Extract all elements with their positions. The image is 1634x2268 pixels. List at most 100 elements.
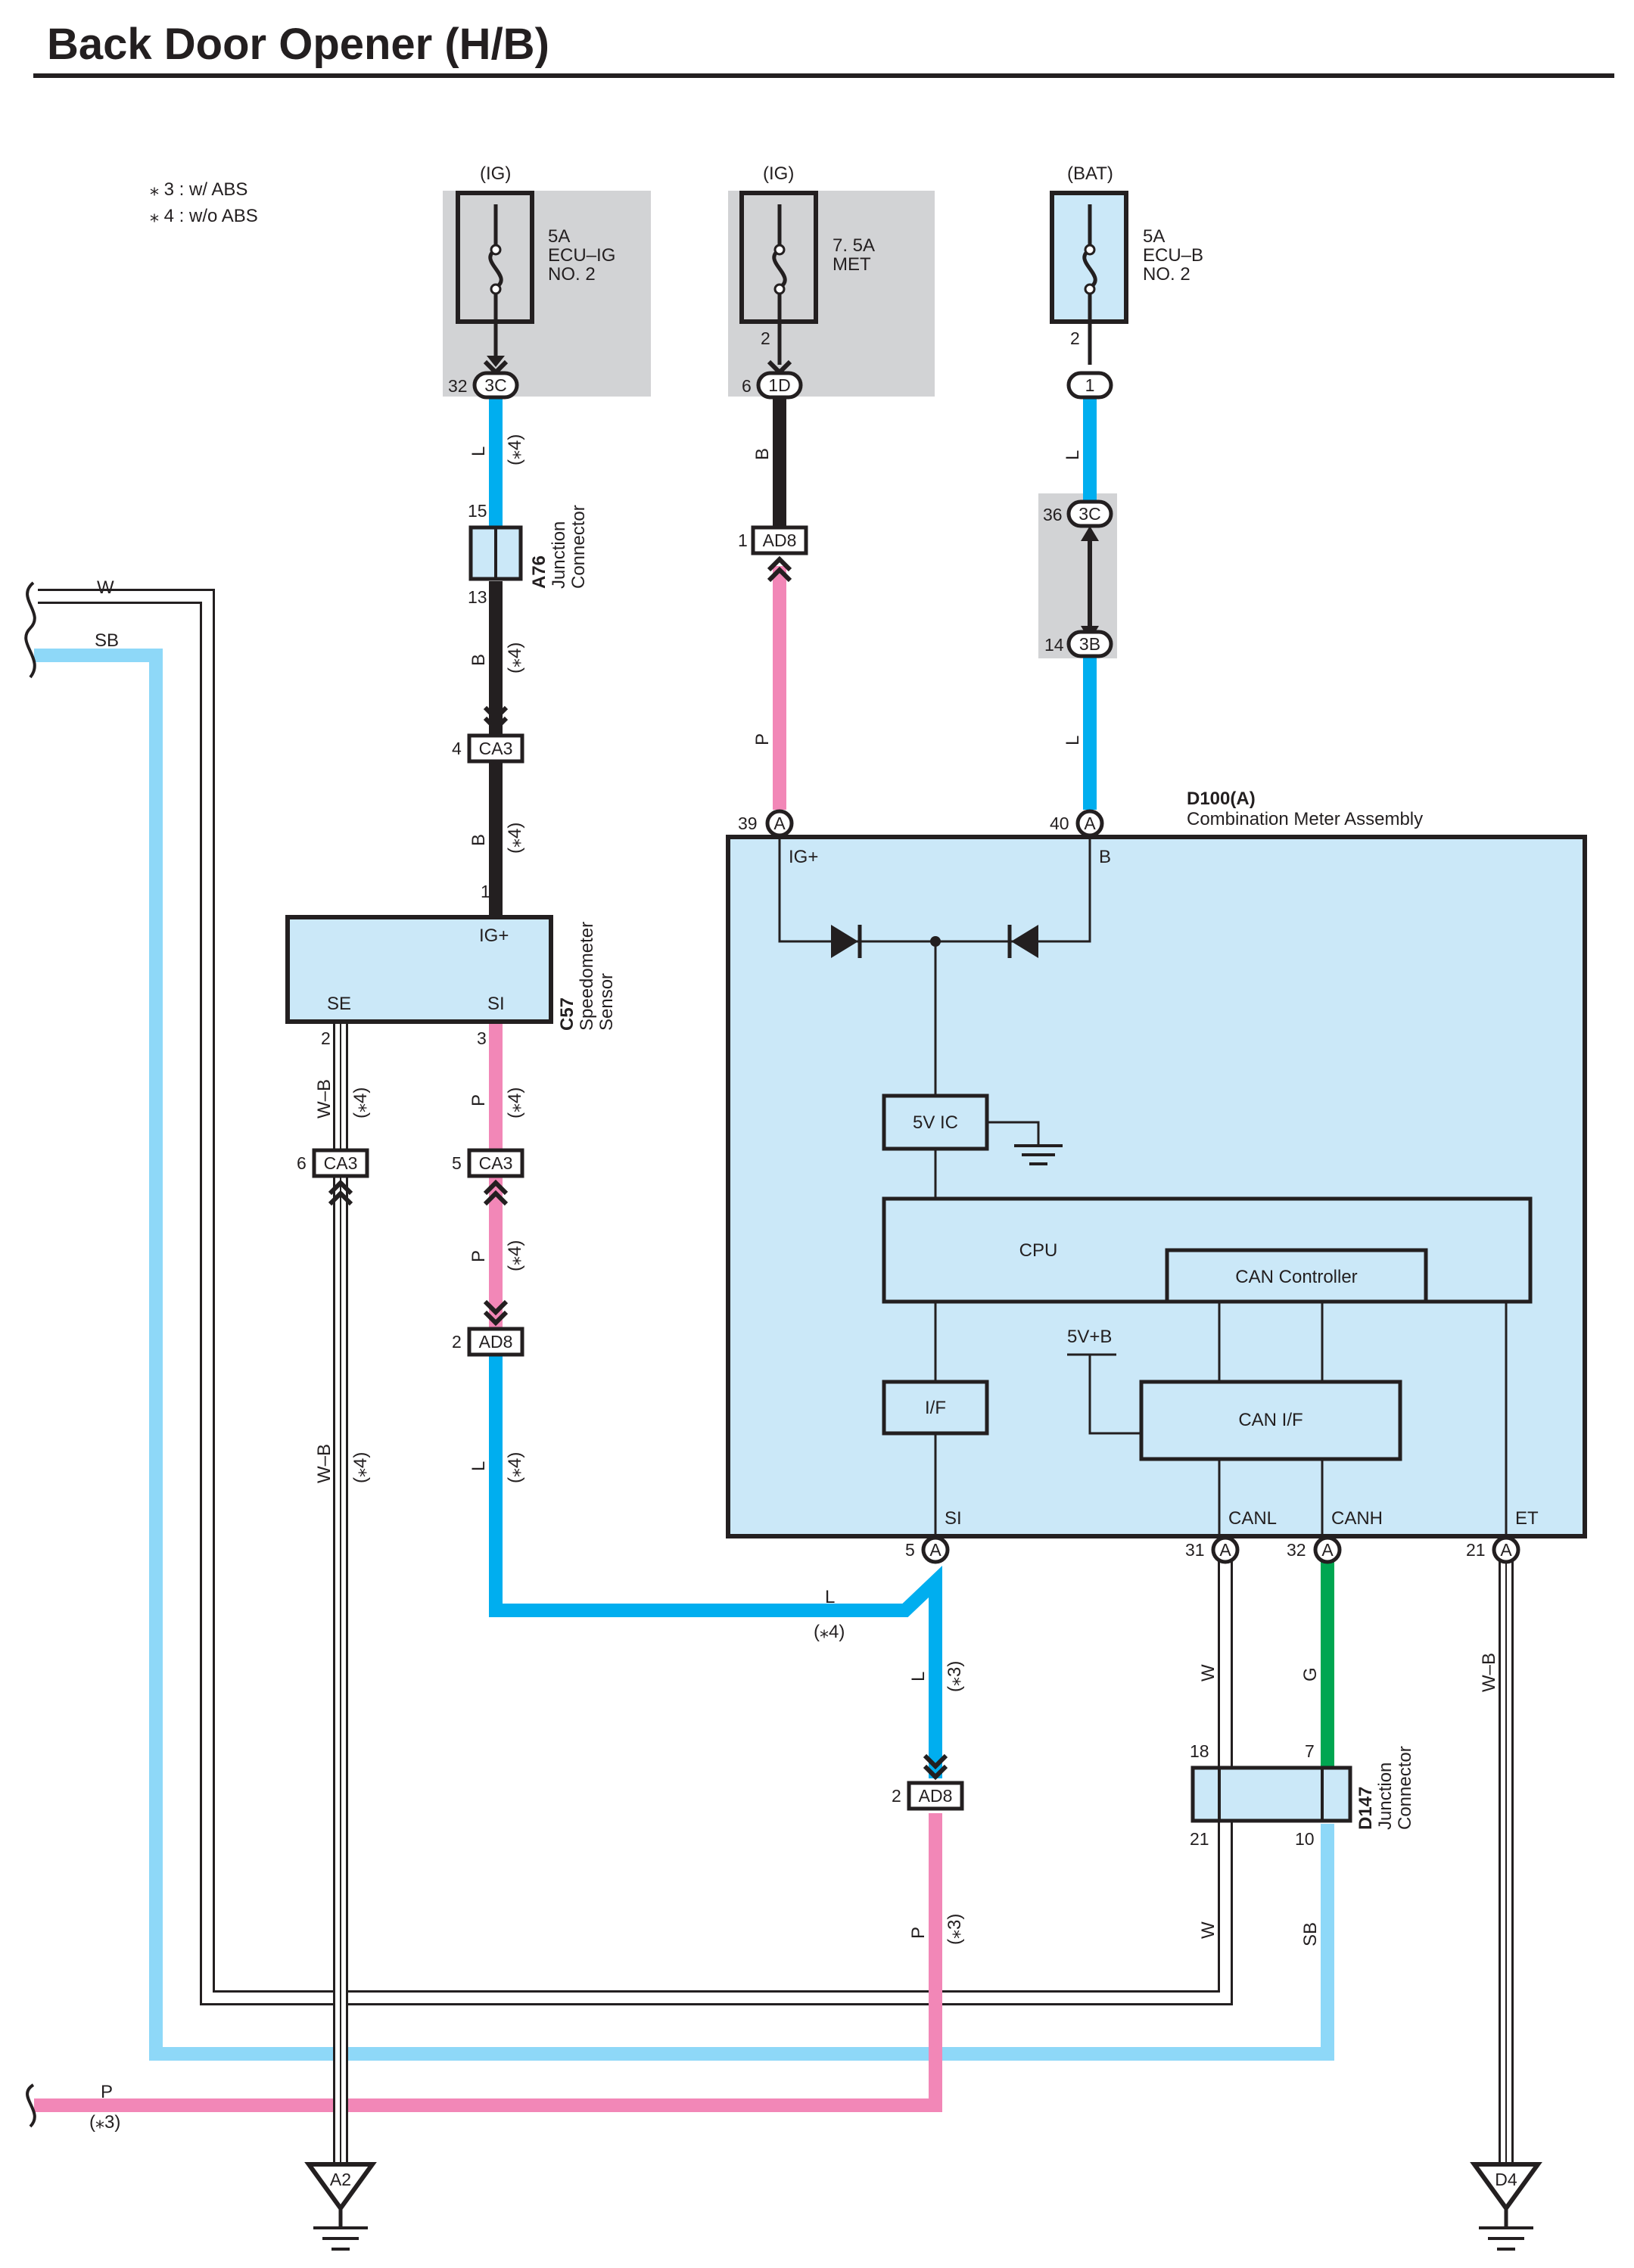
svg-text:CA3: CA3 [324, 1153, 358, 1173]
d100-pin-31: A [1211, 1535, 1240, 1564]
conn-3c-junction: 3C [1066, 499, 1113, 528]
label-l-mid: L [825, 1587, 835, 1607]
note-no-abs: ⁎ 4 : w/o ABS [150, 206, 258, 226]
label-l-b: L [1063, 736, 1083, 745]
conn-3c-top: 3C [472, 371, 519, 400]
fuse2-rating: 7. 5A [833, 235, 875, 256]
if-block [882, 1380, 989, 1436]
conn-ad8-pin1: AD8 [751, 525, 808, 555]
d100-si: SI [945, 1508, 962, 1529]
label-wb-et: W–B [1479, 1653, 1499, 1692]
pin-2-c57: 2 [321, 1028, 331, 1048]
fuse3-no: NO. 2 [1143, 264, 1190, 285]
label-n3-left: (⁎3) [89, 2112, 120, 2133]
wire-break-icon [26, 2083, 36, 2128]
cpu-label: CPU [1019, 1240, 1058, 1261]
vb-label: 5V+B [1067, 1327, 1112, 1347]
label-w-canl: W [1198, 1664, 1218, 1682]
label-n4-l-ad8: (⁎4) [505, 1452, 525, 1483]
pin-5-ca3: 5 [452, 1153, 462, 1173]
svg-text:A: A [1500, 1540, 1512, 1560]
d100-pin-39: A [765, 809, 794, 838]
wire-l-si [489, 1356, 942, 1778]
d147-id: D147 [1355, 1787, 1376, 1830]
ground-a2-label: A2 [330, 2170, 351, 2189]
can-controller [1165, 1248, 1428, 1304]
d100-pin-40: A [1075, 809, 1104, 838]
pin-18: 18 [1190, 1741, 1209, 1761]
note-abs: ⁎ 3 : w/ ABS [150, 179, 247, 200]
if-label: I/F [925, 1398, 946, 1418]
d100-pin-21: A [1492, 1535, 1520, 1564]
label-l-ad8: L [468, 1461, 489, 1471]
c57-pin-si: SI [487, 994, 505, 1014]
can-if-label: CAN I/F [1238, 1410, 1303, 1430]
pin-36: 36 [1043, 505, 1063, 524]
wire-sb [34, 649, 1334, 2061]
label-p-left: P [101, 2082, 113, 2102]
diode-left-icon [831, 925, 858, 958]
a76-line1: Junction [549, 521, 569, 589]
wire-w [38, 591, 1231, 2003]
d100-b: B [1099, 847, 1111, 867]
d100-et: ET [1515, 1508, 1539, 1529]
svg-text:A: A [1219, 1540, 1231, 1560]
pin-32-top: 32 [448, 376, 468, 396]
fuse2-name: MET [833, 254, 871, 275]
label-p-c57: P [468, 1094, 489, 1106]
label-b-ca3: B [468, 834, 489, 846]
pin-2-ad8-left: 2 [452, 1332, 462, 1352]
label-n4-p-c57: (⁎4) [505, 1087, 525, 1118]
d100-canh: CANH [1331, 1508, 1383, 1529]
page-title: Back Door Opener (H/B) [47, 20, 549, 69]
c57-pin-se: SE [327, 994, 351, 1014]
conn-ca3-pin5: CA3 [467, 1148, 524, 1178]
conn-1: 1 [1066, 371, 1113, 400]
pin-40: 40 [1050, 814, 1069, 833]
label-sb-d147: SB [1300, 1922, 1321, 1946]
fuse1-no: NO. 2 [548, 264, 596, 285]
pin-6-1d: 6 [742, 376, 752, 396]
label-sb-left: SB [95, 630, 119, 651]
label-g-canh: G [1300, 1667, 1321, 1682]
conn-1d: 1D [756, 371, 803, 400]
label-n4-a76: (⁎4) [505, 642, 525, 674]
fuse-box-met-bg [728, 191, 935, 397]
fuse-met [739, 191, 818, 376]
pin-2-ad8-bottom: 2 [892, 1786, 901, 1806]
fuse3-pin-in: 2 [1070, 328, 1080, 348]
pin-39: 39 [738, 814, 758, 833]
d100-ig: IG+ [789, 847, 818, 867]
label-n4-wb-left: (⁎4) [350, 1452, 371, 1483]
pin-1-ad8: 1 [738, 530, 748, 550]
label-b-a76: B [468, 654, 489, 666]
c57-line2: Sensor [596, 973, 617, 1031]
label-w-left: W [97, 577, 114, 598]
c57-pin-ig: IG+ [479, 926, 509, 946]
svg-text:3C: 3C [1078, 504, 1100, 524]
vb-lead [1067, 1353, 1141, 1435]
fuse3-name: ECU–B [1143, 245, 1203, 266]
svg-text:A: A [773, 814, 786, 833]
conn-ad8-pin2-left: AD8 [467, 1327, 524, 1357]
c57-line1: Speedometer [577, 922, 597, 1031]
pin-10: 10 [1295, 1829, 1315, 1849]
svg-text:A: A [1084, 814, 1096, 833]
c57-speedometer-sensor [285, 915, 553, 1024]
ground-icon [1014, 1144, 1063, 1165]
pin-5: 5 [905, 1540, 915, 1560]
c57-id: C57 [557, 997, 577, 1031]
conn-ca3-pin4: CA3 [467, 733, 524, 764]
label-l-3c: L [468, 446, 489, 456]
label-n3-l-si: (⁎3) [945, 1661, 965, 1692]
fuse-ecu-b-no2 [1050, 191, 1128, 365]
svg-text:AD8: AD8 [763, 530, 797, 550]
svg-text:1D: 1D [768, 375, 790, 395]
wire-break-icon [24, 581, 36, 679]
pin-4: 4 [452, 739, 462, 758]
fuse3-source: (BAT) [1067, 163, 1113, 184]
pin-32: 32 [1287, 1540, 1306, 1560]
pin-31: 31 [1185, 1540, 1205, 1560]
a76-line2: Connector [568, 505, 589, 589]
ground-d4-label: D4 [1495, 2170, 1517, 2189]
